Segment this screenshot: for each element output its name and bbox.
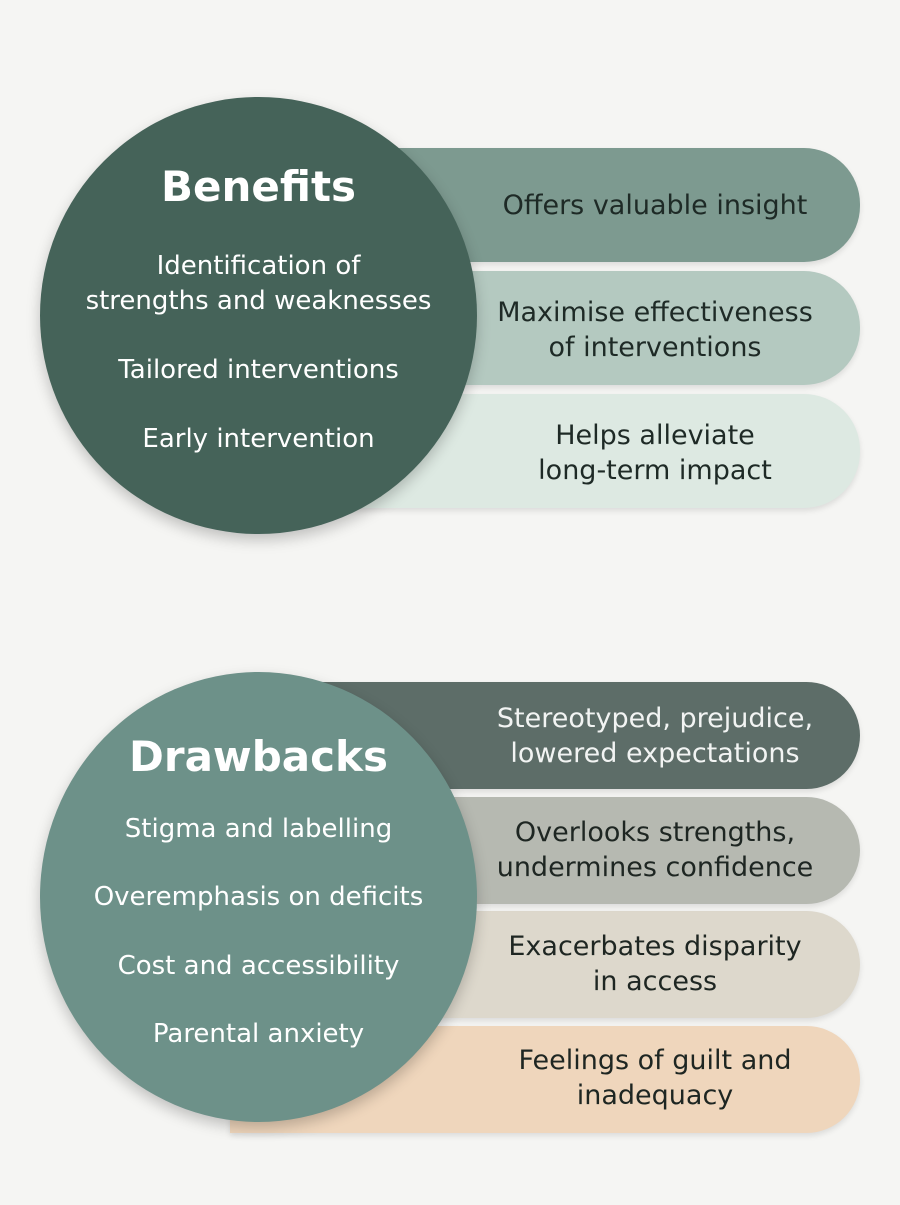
drawback-outcome-text: Feelings of guilt and inadequacy	[518, 1045, 792, 1111]
drawback-item: Parental anxiety	[152, 1019, 365, 1049]
benefits-circle: Benefits Identification of strengths and…	[40, 97, 477, 534]
drawback-outcome-text: Overlooks strengths, undermines confiden…	[496, 817, 814, 883]
benefits-section: Offers valuable insight Maximise effecti…	[0, 0, 900, 560]
drawback-item: Overemphasis on deficits	[93, 882, 424, 912]
benefit-item: Early intervention	[142, 424, 375, 454]
drawback-item: Stigma and labelling	[124, 814, 393, 844]
benefits-title: Benefits	[160, 162, 357, 211]
drawback-outcome-text: Stereotyped, prejudice, lowered expectat…	[496, 703, 814, 769]
benefit-item: Identification of strengths and weakness…	[85, 251, 432, 316]
benefit-outcome-text: Maximise effectiveness of interventions	[497, 297, 813, 363]
drawback-item: Cost and accessibility	[117, 951, 400, 981]
drawbacks-circle: Drawbacks Stigma and labelling Overempha…	[40, 672, 477, 1122]
benefit-outcome-text: Helps alleviate long-term impact	[538, 420, 772, 486]
benefit-outcome-text: Offers valuable insight	[502, 190, 808, 221]
drawbacks-title: Drawbacks	[129, 732, 388, 781]
drawback-outcome-text: Exacerbates disparity in access	[508, 931, 802, 997]
benefit-item: Tailored interventions	[118, 355, 399, 385]
